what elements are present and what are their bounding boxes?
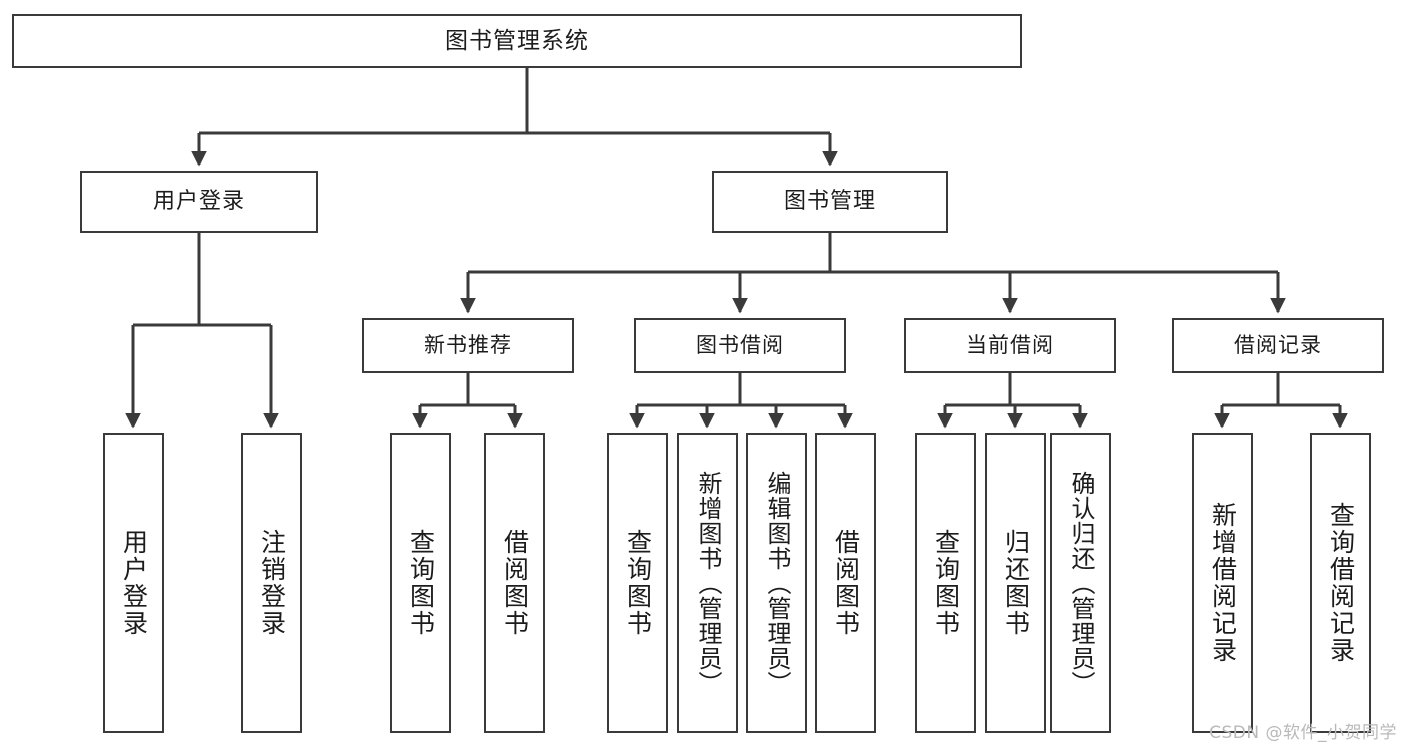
leaf-query-borrow-record[interactable]: 查询借阅记录 [1310, 433, 1371, 733]
leaf-confirm-return-admin[interactable]: 确认归还（管理员） [1050, 433, 1111, 733]
node-root-system[interactable]: 图书管理系统 [12, 14, 1022, 68]
node-label: 图书管理 [783, 189, 876, 214]
leaf-query-book-current[interactable]: 查询图书 [915, 433, 976, 733]
leaf-query-book-borrow[interactable]: 查询图书 [607, 433, 668, 733]
leaf-label: 查询借阅记录 [1326, 502, 1356, 664]
leaf-label: 新增图书（管理员） [693, 470, 722, 696]
node-new-book-recommend[interactable]: 新书推荐 [362, 318, 574, 373]
leaf-borrow-book-recommend[interactable]: 借阅图书 [484, 433, 545, 733]
leaf-edit-book-admin[interactable]: 编辑图书（管理员） [746, 433, 807, 733]
node-label: 图书管理系统 [445, 27, 589, 54]
node-label: 用户登录 [152, 189, 245, 214]
leaf-borrow-book[interactable]: 借阅图书 [815, 433, 876, 733]
leaf-user-logout[interactable]: 注销登录 [241, 433, 302, 733]
node-label: 借阅记录 [1234, 333, 1322, 357]
node-current-borrow[interactable]: 当前借阅 [904, 318, 1116, 373]
node-label: 图书借阅 [696, 333, 784, 357]
leaf-add-book-admin[interactable]: 新增图书（管理员） [677, 433, 738, 733]
leaf-add-borrow-record[interactable]: 新增借阅记录 [1192, 433, 1253, 733]
leaf-user-login[interactable]: 用户登录 [103, 433, 164, 733]
node-label: 当前借阅 [966, 333, 1054, 357]
node-borrow-record[interactable]: 借阅记录 [1172, 318, 1384, 373]
node-label: 新书推荐 [424, 333, 512, 357]
node-book-borrow[interactable]: 图书借阅 [634, 318, 846, 373]
leaf-return-book[interactable]: 归还图书 [985, 433, 1046, 733]
leaf-label: 借阅图书 [831, 529, 861, 637]
leaf-label: 归还图书 [1001, 529, 1031, 637]
leaf-label: 用户登录 [119, 529, 149, 637]
leaf-label: 查询图书 [931, 529, 961, 637]
leaf-label: 编辑图书（管理员） [762, 470, 791, 696]
node-user-login[interactable]: 用户登录 [80, 171, 318, 233]
leaf-label: 查询图书 [406, 529, 436, 637]
node-book-management[interactable]: 图书管理 [712, 171, 948, 233]
leaf-label: 新增借阅记录 [1208, 502, 1238, 664]
csdn-watermark: CSDN @软件_小贺同学 [1209, 723, 1397, 743]
leaf-label: 注销登录 [257, 529, 287, 637]
leaf-query-book-recommend[interactable]: 查询图书 [390, 433, 451, 733]
leaf-label: 借阅图书 [500, 529, 530, 637]
leaf-label: 确认归还（管理员） [1066, 470, 1095, 696]
leaf-label: 查询图书 [623, 529, 653, 637]
